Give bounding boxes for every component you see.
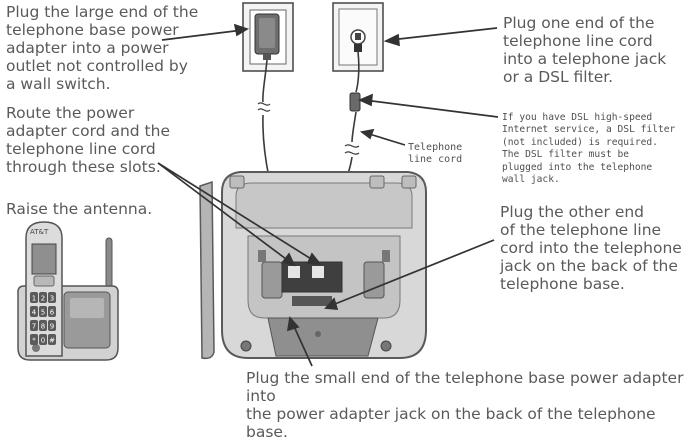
dsl-filter-icon (349, 92, 361, 112)
caption-plug-other-end: Plug the other end of the telephone line… (500, 203, 682, 293)
keypad-key-label: * (32, 337, 36, 345)
caption-route-cords: Route the power adapter cord and the tel… (6, 104, 170, 176)
keypad-key (48, 306, 56, 317)
pointer-dsl-filter (363, 99, 499, 118)
keypad-key-label: 7 (32, 323, 36, 331)
pointer-slot-right (157, 162, 317, 263)
keypad-key (39, 306, 47, 317)
keypad-key-label: 4 (32, 309, 37, 317)
caption-plug-large-end: Plug the large end of the telephone base… (6, 3, 199, 93)
pointer-line-jack (329, 239, 495, 307)
power-adapter-icon (254, 13, 280, 60)
keypad-key-label: 6 (50, 309, 55, 317)
keypad-key-label: 1 (32, 295, 36, 303)
caption-dsl-note: If you have DSL high-speed Internet serv… (502, 112, 676, 186)
keypad-key (48, 334, 56, 345)
pointer-slot-left (157, 162, 291, 263)
keypad-key-label: # (49, 337, 55, 345)
keypad-key-label: 8 (41, 323, 45, 331)
keypad-key-label: 2 (41, 295, 45, 303)
pointer-power-outlet (161, 29, 244, 41)
caption-plug-small-end: Plug the small end of the telephone base… (246, 369, 684, 441)
keypad-key (30, 334, 38, 345)
pointer-line-cord (365, 132, 406, 146)
pointer-wall-jack (389, 27, 498, 41)
caption-telephone-line-cord: Telephone line cord (408, 142, 463, 166)
keypad-key-label: 5 (41, 309, 45, 317)
keypad-key (30, 292, 38, 303)
keypad-key-label: 9 (50, 323, 54, 331)
base-antenna-icon (199, 180, 215, 360)
keypad-key (30, 306, 38, 317)
handset-brand-label: AT&T (30, 228, 49, 236)
keypad-key (39, 292, 47, 303)
keypad-key (39, 320, 47, 331)
caption-raise-antenna: Raise the antenna. (6, 200, 153, 218)
keypad-key (39, 334, 47, 345)
pointer-lines (157, 23, 499, 367)
keypad-key (48, 292, 56, 303)
telephone-base-image (221, 171, 427, 359)
pointer-power-jack (291, 321, 313, 367)
keypad-key (48, 320, 56, 331)
keypad-key-label: 3 (50, 295, 54, 303)
keypad-key (30, 320, 38, 331)
keypad-key-label: 0 (41, 337, 45, 345)
caption-plug-phone-jack: Plug one end of the telephone line cord … (503, 14, 667, 86)
